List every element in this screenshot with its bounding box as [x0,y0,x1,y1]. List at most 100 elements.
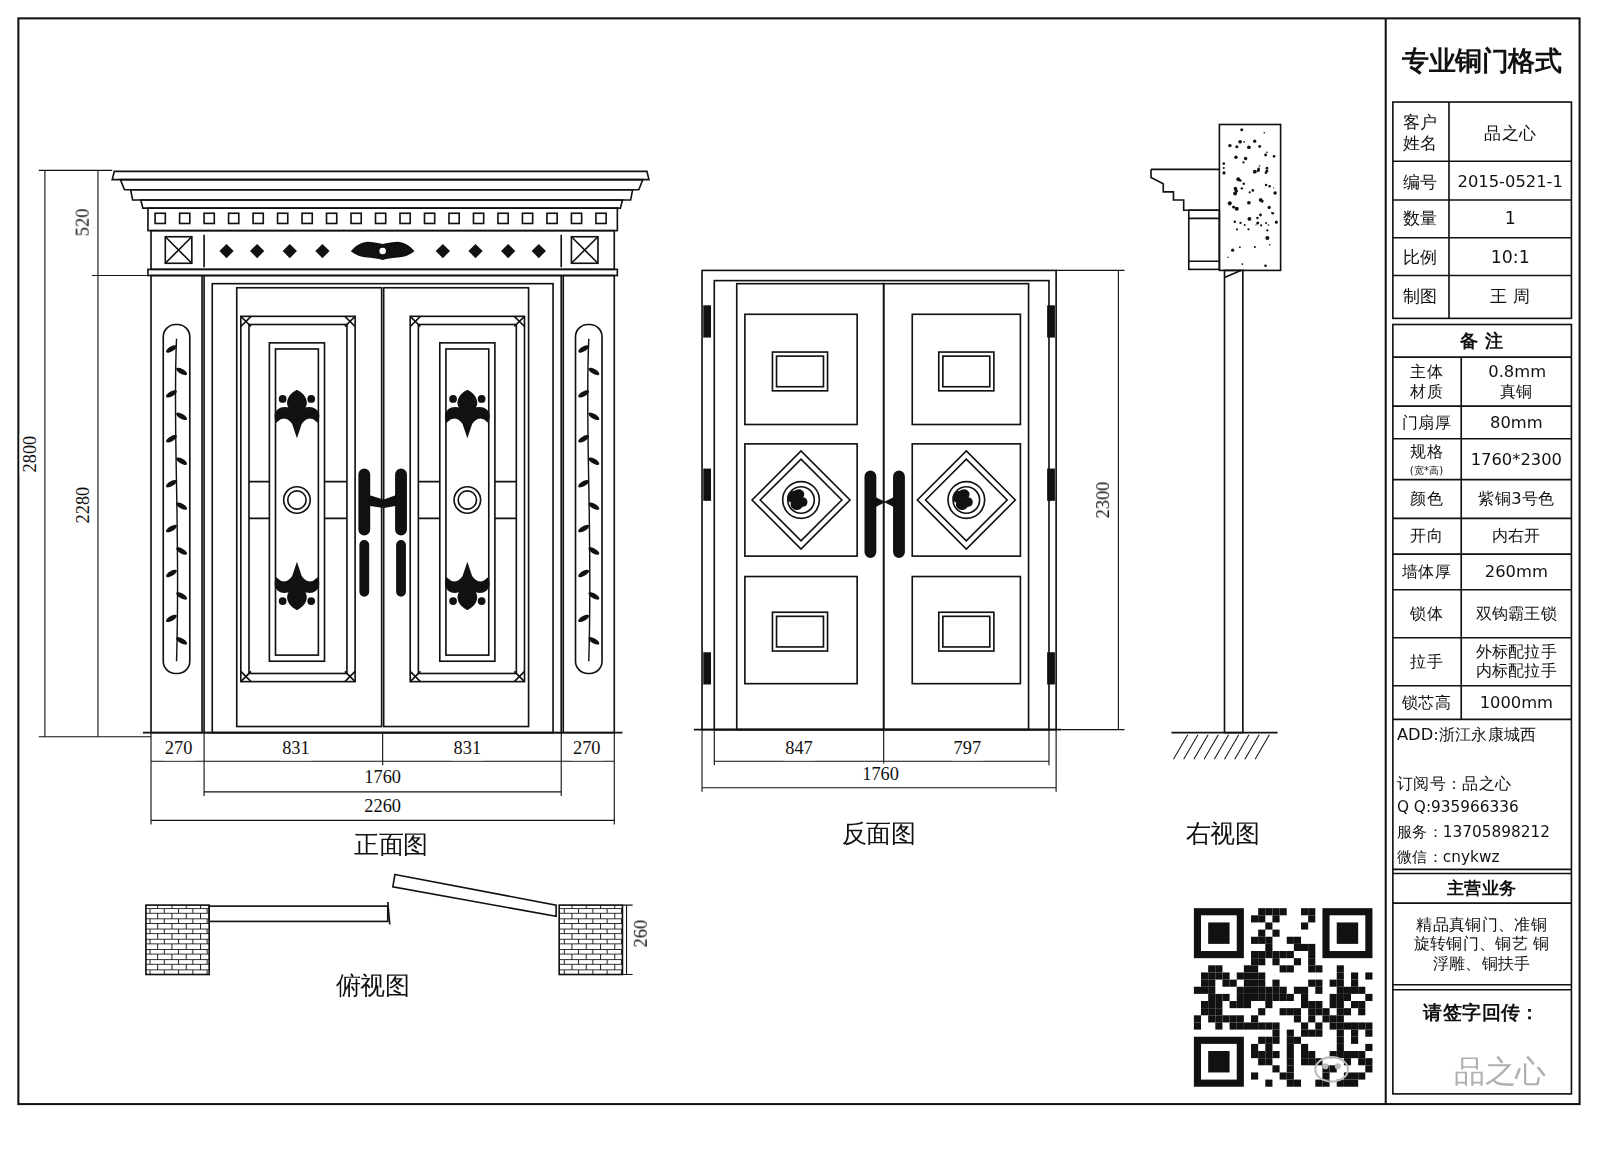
front-view-door [165,568,178,578]
front-view-door [446,564,489,609]
qr-code [1251,1015,1258,1022]
qr-code [1265,994,1272,1001]
qr-code [1265,908,1272,915]
qr-code [1308,1058,1315,1065]
dimension-value: 2280 [73,485,95,526]
qr-code [1265,1022,1272,1029]
watermark-icon [1315,1057,1348,1081]
qr-code [1365,972,1372,979]
front-view-door [446,349,489,655]
qr-code [1265,1001,1272,1008]
qr-code [1258,937,1265,944]
table-cell: 客户姓名 [1402,112,1439,154]
back-view-door [943,356,990,387]
front-view-door [424,213,434,223]
qr-code [1315,980,1322,987]
plan-view [209,906,388,921]
qr-code [1272,951,1279,958]
qr-code [1201,987,1208,994]
back-view-door [737,284,884,730]
table-cell: 锁芯高 [1402,692,1451,712]
qr-code [1265,1058,1272,1065]
side-view-section [1260,199,1263,202]
qr-code [1337,987,1344,994]
side-view-section [1264,264,1267,267]
back-view-door [752,451,850,549]
qr-code [1208,965,1215,972]
back-view-door [704,653,710,684]
front-view-door [587,636,600,646]
table-cell: 260mm [1485,562,1548,582]
qr-code [1194,1037,1244,1087]
back-view-door [702,270,1056,729]
table-cell: 编号 [1403,171,1438,192]
qr-code [1294,987,1301,994]
front-view-door [410,316,524,681]
qr-code [1208,1015,1215,1022]
table-cell: 比例 [1403,247,1438,268]
front-view-door [165,434,178,444]
front-view-door [501,244,515,258]
side-view-section [1228,201,1232,205]
qr-code [1301,1030,1308,1037]
front-view-door [155,213,606,223]
front-view-door [547,213,557,223]
side-view-section [1151,124,1281,759]
side-view-section [1258,145,1261,148]
side-view-section [1252,189,1255,192]
qr-code [1301,994,1308,1001]
front-view-door [204,235,561,268]
back-view-door [884,284,1029,730]
table-cell: 0.8mm 真铜 [1488,362,1544,401]
qr-code [1308,958,1315,965]
qr-code [1215,965,1222,972]
table-heading: 主营业务 [1447,877,1516,898]
qr-code [1308,1015,1315,1022]
front-view-door [376,213,386,223]
qr-code [1287,1030,1294,1037]
qr-code [1301,908,1308,915]
side-view-section [1234,221,1236,223]
front-view-door [151,276,202,733]
qr-code [1194,1015,1201,1022]
side-view-section [1266,152,1268,154]
sheet-frame [18,18,1579,1104]
qr-code [1280,1008,1287,1015]
qr-code [1251,1051,1258,1058]
front-view-door [385,496,396,507]
side-view-section [1265,184,1267,186]
side-view-section [1234,156,1237,159]
qr-code [1272,1022,1279,1029]
side-view-section [1228,144,1231,147]
front-view-door [131,190,633,200]
dimension-value: 797 [952,738,984,760]
qr-code [1237,987,1244,994]
qr-code [1344,994,1351,1001]
qr-code [1358,1058,1365,1065]
qr-code [1337,965,1344,972]
back-view-door [917,451,1015,549]
qr-code [1272,987,1279,994]
table-cell: 精品真铜门、准铜 旋转铜门、铜艺 铜浮雕、铜扶手 [1410,915,1553,974]
qr-code [1287,994,1294,1001]
side-view-section [1273,191,1276,194]
side-view-section [1273,155,1276,158]
front-view-door [229,213,239,223]
front-view-door [204,213,214,223]
front-view-door [175,456,188,466]
qr-code [1351,1051,1358,1058]
qr-code [1280,994,1287,1001]
table-cell: 门扇厚 [1402,413,1451,433]
qr-code [1301,1044,1308,1051]
front-view-door [237,288,382,727]
qr-code [1201,972,1208,979]
qr-code [1287,1044,1294,1051]
front-view-door [577,613,590,623]
front-view-door [219,244,233,258]
side-view-section [1243,183,1245,185]
front-view-door [587,456,600,466]
qr-code [1215,1022,1222,1029]
qr-code [1337,1030,1344,1037]
front-view-door [400,213,410,223]
front-view-door [250,244,264,258]
